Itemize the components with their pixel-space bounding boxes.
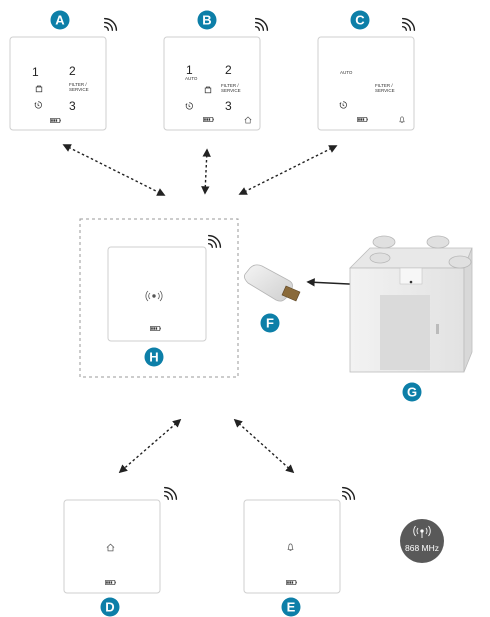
usb-dongle: F [244, 264, 301, 333]
hub-frame [79, 218, 239, 378]
unit-side [463, 247, 473, 373]
key-1: 1 [186, 63, 193, 77]
badge-g [402, 382, 422, 402]
frequency-badge-circle [400, 519, 444, 563]
auto-label: AUTO [185, 76, 198, 81]
arrow-h-d [118, 418, 182, 474]
frequency-badge: 868 MHz [400, 519, 444, 563]
key-2: 2 [225, 63, 232, 77]
auto-label: AUTO [340, 70, 353, 75]
filter-service-label: FILTER /SERVICE [69, 82, 89, 92]
badge-b-label: B [202, 13, 211, 28]
device-c: C AUTO FILTER /SERVICE [317, 10, 416, 131]
unit-panel [380, 295, 430, 370]
wireless-signal-icon [103, 17, 118, 32]
filter-service-label: FILTER /SERVICE [221, 83, 241, 93]
device-e: E [243, 486, 356, 617]
arrow-c-h [238, 145, 338, 195]
frequency-label: 868 MHz [405, 543, 439, 553]
top-connections [62, 144, 338, 196]
wireless-signal-icon [254, 17, 269, 32]
badge-e [281, 597, 301, 617]
arrow-b-h [201, 148, 211, 195]
key-2: 2 [69, 64, 76, 78]
hub-h: H [79, 218, 239, 378]
unit-duct [448, 255, 472, 269]
badge-b [197, 10, 217, 30]
badge-f [260, 313, 280, 333]
unit-handle [436, 324, 439, 334]
wireless-signal-icon [207, 234, 222, 249]
device-a: A 1 2 3 FILTER /SERVICE [9, 10, 118, 131]
unit-control-box [399, 267, 423, 285]
badge-h-label: H [149, 350, 158, 365]
arrow-h-e [233, 418, 295, 474]
unit-duct [372, 235, 396, 249]
badge-d-label: D [105, 600, 114, 615]
panel-c [317, 36, 415, 131]
badge-a [50, 10, 70, 30]
panel-d [63, 499, 161, 594]
badge-d [100, 597, 120, 617]
badge-c [350, 10, 370, 30]
key-3: 3 [69, 99, 76, 113]
unit-led [409, 280, 413, 284]
antenna-icon [413, 525, 431, 538]
dongle-body [244, 264, 293, 302]
wireless-signal-icon [341, 486, 356, 501]
badge-h [144, 347, 164, 367]
badge-e-label: E [287, 600, 296, 615]
badge-g-label: G [407, 385, 417, 400]
key-1: 1 [32, 65, 39, 79]
ventilation-unit: G [349, 235, 473, 402]
panel-a [9, 36, 107, 131]
filter-service-label: FILTER /SERVICE [375, 83, 395, 93]
rf-link-icon [145, 290, 163, 302]
wireless-signal-icon [401, 17, 416, 32]
device-d: D [63, 486, 178, 617]
badge-a-label: A [55, 13, 65, 28]
device-b: B 1 AUTO 2 3 FILTER /SERVICE [163, 10, 269, 131]
dongle-connector [281, 285, 301, 302]
arrow-a-h [62, 144, 166, 196]
panel-b [163, 36, 261, 131]
unit-duct [369, 252, 391, 264]
hub-panel [107, 246, 207, 342]
unit-duct [426, 235, 450, 249]
badge-c-label: C [355, 13, 365, 28]
bottom-connections [118, 418, 295, 474]
wireless-signal-icon [163, 486, 178, 501]
key-3: 3 [225, 99, 232, 113]
badge-f-label: F [266, 316, 274, 331]
